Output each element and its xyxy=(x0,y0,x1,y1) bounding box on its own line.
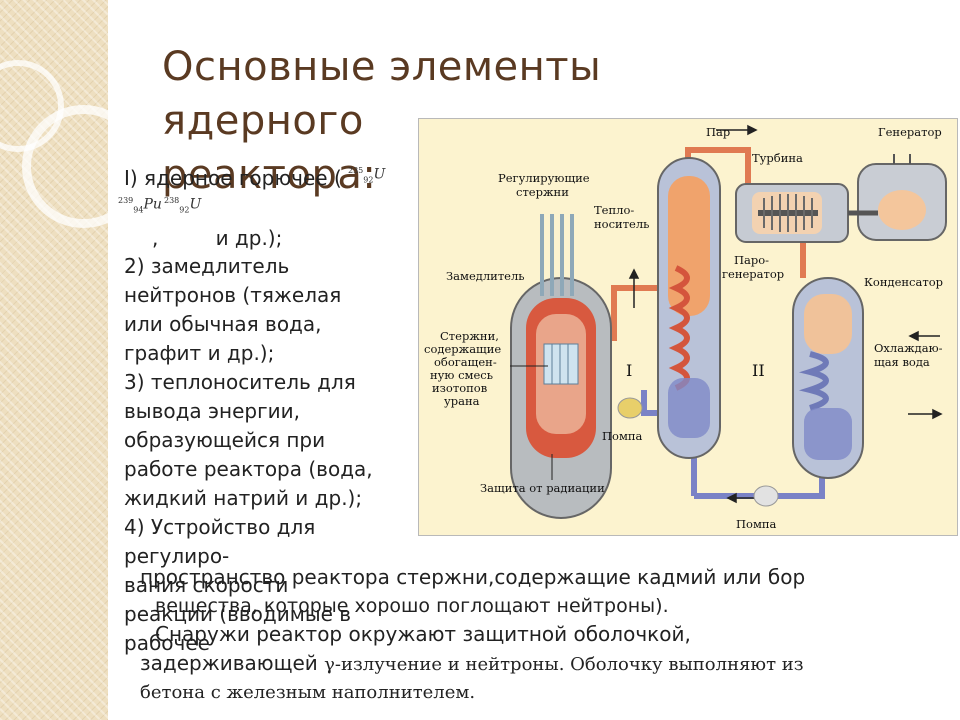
pump-secondary xyxy=(753,485,779,507)
isotope-mass: 238 xyxy=(164,196,180,205)
condenser xyxy=(792,277,864,479)
bottom-line: пространство реактора стержни,содержащие… xyxy=(140,565,806,589)
isotope-mass: 235 xyxy=(348,166,364,175)
list-line: 4) Устройство для xyxy=(124,515,316,539)
label-line: содержащие xyxy=(424,342,501,356)
list-line: 2) замедлитель xyxy=(124,254,290,278)
turbine xyxy=(735,183,849,243)
label-moderator: Замедлитель xyxy=(446,269,525,283)
label-line: Охлаждаю- xyxy=(874,341,943,355)
label-generator: Генератор xyxy=(878,125,942,139)
list-line: работе реактора (вода, xyxy=(124,457,373,481)
label-radiation-shield: Защита от радиации xyxy=(480,481,605,495)
list-line: рабочее xyxy=(124,631,210,655)
list-line: регулиро- xyxy=(124,544,230,568)
list-line: жидкий натрий и др.); xyxy=(124,486,363,510)
label-line: стержни xyxy=(516,185,569,199)
bottom-line-part: задерживающей xyxy=(140,651,325,675)
bottom-line-part: γ-излучение и нейтроны. Оболочку выполня… xyxy=(324,654,804,675)
bottom-line: вещества, которые хорошо поглощают нейтр… xyxy=(155,595,669,617)
list-line: вывода энергии, xyxy=(124,399,300,423)
label-line: обогащен- xyxy=(434,355,497,369)
label-steam: Пар xyxy=(706,125,730,139)
bottom-line: Снаружи реактор окружают защитной оболоч… xyxy=(155,622,691,646)
label-loop-one: I xyxy=(626,361,632,380)
label-turbine: Турбина xyxy=(752,151,803,165)
steam-generator xyxy=(657,157,721,459)
slide-title-line-1: Основные элементы ядерного xyxy=(162,44,602,144)
label-line: ную смесь xyxy=(430,368,493,382)
list-line: , и др.); xyxy=(152,226,283,250)
label-steam-generator: Паро-генератор xyxy=(722,253,784,281)
isotope-symbol: Pu xyxy=(143,196,162,213)
label-line: изотопов xyxy=(432,381,487,395)
isotope-charge: 92 xyxy=(179,205,190,215)
label-line: щая вода xyxy=(874,355,930,369)
label-condenser: Конденсатор xyxy=(864,275,943,289)
slide-title-line-2: реактора: xyxy=(162,152,377,198)
bottom-line: задерживающей γ-излучение и нейтроны. Об… xyxy=(140,649,804,679)
list-line: или обычная вода, xyxy=(124,312,322,336)
isotope-symbol: U xyxy=(373,166,386,183)
isotope-charge: 94 xyxy=(133,205,144,215)
label-line: урана xyxy=(444,394,480,408)
label-coolant: Тепло-носитель xyxy=(594,203,649,231)
isotope-symbol: U xyxy=(189,196,202,213)
isotope-u238: 23892U xyxy=(164,196,201,214)
isotope-pu239: 23994Pu xyxy=(118,196,162,214)
label-loop-two: II xyxy=(752,361,765,380)
label-line: генератор xyxy=(722,267,784,281)
list-line: 3) теплоноситель для xyxy=(124,370,356,394)
list-line: нейтронов (тяжелая xyxy=(124,283,342,307)
list-line: реакции (вводимые в xyxy=(124,602,352,626)
list-line: вания скорости xyxy=(124,573,289,597)
list-line: графит и др.); xyxy=(124,341,275,365)
label-line: Тепло- xyxy=(594,203,634,217)
control-rods xyxy=(540,214,574,296)
label-pump-secondary: Помпа xyxy=(736,517,777,531)
reactor-vessel xyxy=(510,277,612,519)
label-line: Стержни, xyxy=(440,329,499,343)
isotope-u235: 23592U xyxy=(348,166,385,184)
label-cooling-water: Охлаждаю-щая вода xyxy=(874,341,943,369)
label-line: Паро- xyxy=(734,253,769,267)
slide-title: Основные элементы ядерного реактора: xyxy=(162,40,722,202)
pump-primary xyxy=(617,397,643,419)
generator xyxy=(848,154,947,241)
list-line: образующейся при xyxy=(124,428,326,452)
label-line: Регулирующие xyxy=(498,171,590,185)
label-pump-primary: Помпа xyxy=(602,429,643,443)
label-line: носитель xyxy=(594,217,649,231)
decorative-ring-small xyxy=(0,60,64,152)
isotope-mass: 239 xyxy=(118,196,134,205)
isotope-charge: 92 xyxy=(363,175,374,185)
list-line: I) ядерное горючее ( xyxy=(124,166,342,190)
decorative-ring xyxy=(22,105,145,228)
bottom-line: бетона с железным наполнителем. xyxy=(140,682,476,703)
